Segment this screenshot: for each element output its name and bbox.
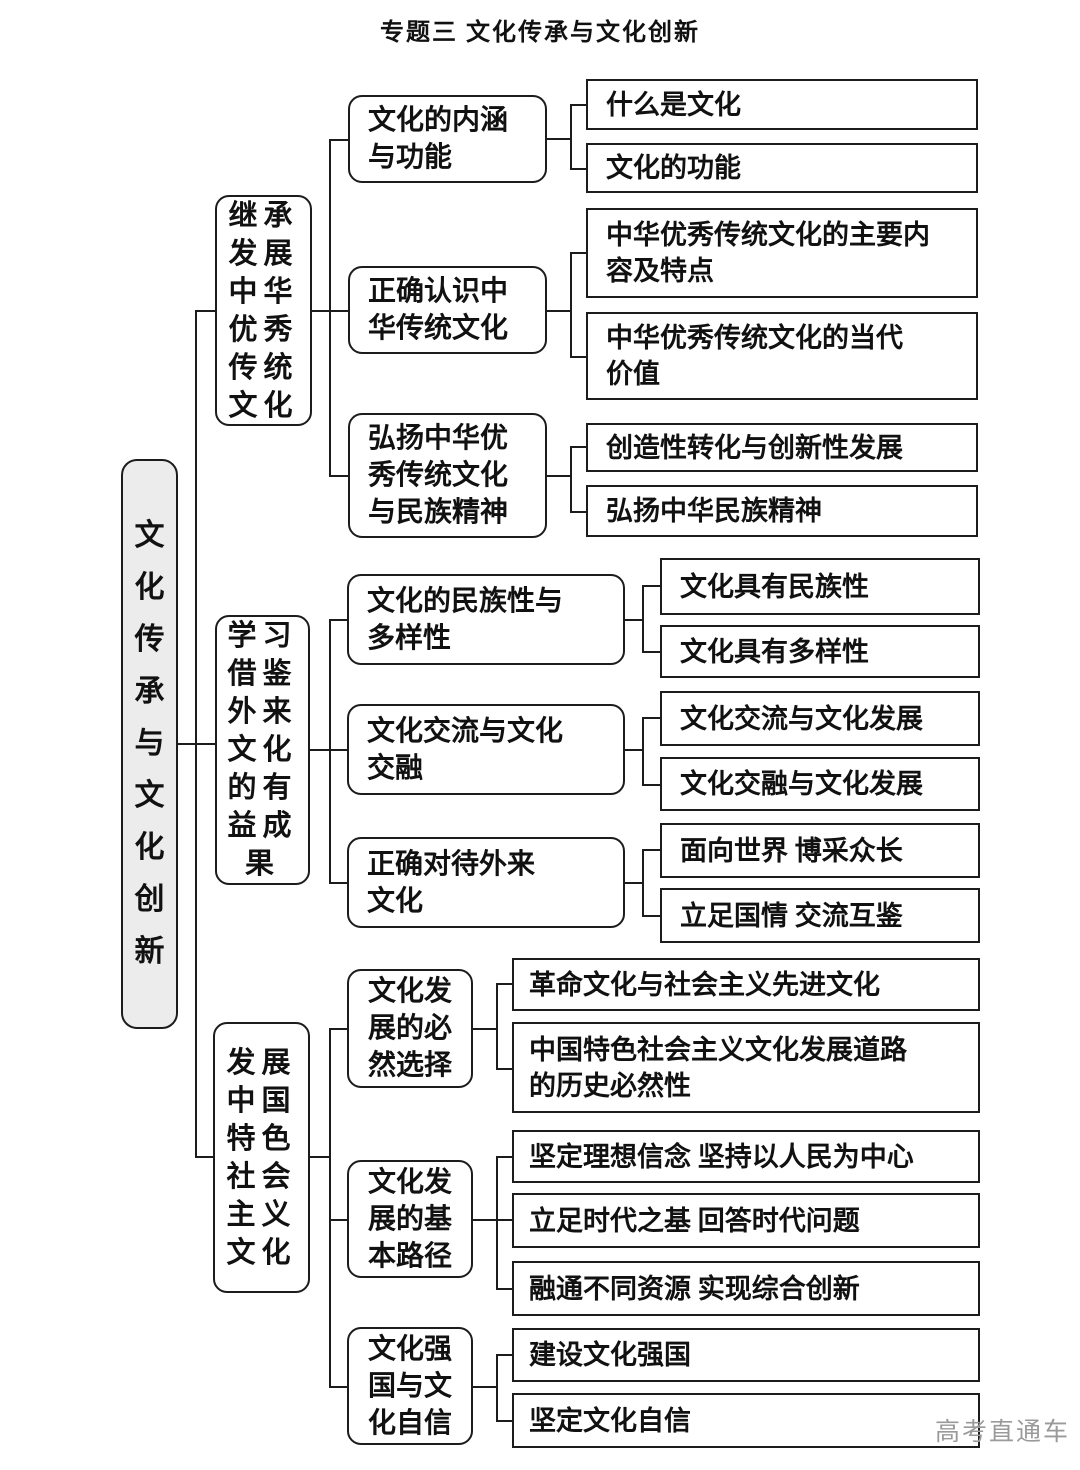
leaf-node-integration-development: 文化交融与文化发展 — [660, 757, 980, 811]
leaf-node-tradition-modern-value: 中华优秀传统文化的当代价值 — [586, 312, 978, 400]
connector-line — [310, 749, 330, 751]
subbranch-node-treat-foreign-culture: 正确对待外来文化 — [347, 837, 625, 928]
leaf-node-era-foundation: 立足时代之基 回答时代问题 — [512, 1193, 980, 1248]
leaf-node-culture-function: 文化的功能 — [586, 143, 978, 193]
connector-line — [496, 983, 498, 1070]
watermark: 高考直通车 — [935, 1419, 1071, 1446]
leaf-node-culture-nationality: 文化具有民族性 — [660, 558, 980, 615]
connector-line — [496, 1156, 498, 1290]
branch-node-learn-foreign: 学习借鉴外来文化的有益成果 — [215, 615, 310, 885]
connector-line — [642, 585, 644, 653]
connector-line — [570, 104, 572, 170]
connector-line — [473, 1028, 497, 1030]
leaf-node-revolutionary-culture: 革命文化与社会主义先进文化 — [512, 958, 980, 1011]
connector-line — [642, 585, 660, 587]
connector-line — [570, 511, 586, 513]
subbranch-node-understand-tradition: 正确认识中华传统文化 — [348, 266, 547, 354]
connector-line — [195, 310, 197, 1158]
subbranch-node-inevitable-choice: 文化发展的必然选择 — [347, 969, 473, 1088]
connector-line — [329, 1028, 347, 1030]
leaf-node-culture-diversity: 文化具有多样性 — [660, 625, 980, 678]
leaf-node-historical-inevitability: 中国特色社会主义文化发展道路的历史必然性 — [512, 1022, 980, 1113]
connector-line — [547, 138, 571, 140]
connector-line — [473, 1386, 497, 1388]
leaf-node-integrate-resources: 融通不同资源 实现综合创新 — [512, 1261, 980, 1316]
leaf-node-tradition-content-features: 中华优秀传统文化的主要内容及特点 — [586, 208, 978, 298]
connector-line — [329, 619, 347, 621]
branch-node-inherit-tradition: 继承发展中华优秀传统文化 — [215, 195, 312, 426]
connector-line — [329, 1386, 347, 1388]
connector-line — [496, 1354, 512, 1356]
connector-line — [625, 619, 643, 621]
connector-line — [329, 475, 348, 477]
connector-line — [329, 749, 347, 751]
connector-line — [178, 743, 215, 745]
connector-line — [496, 1354, 498, 1422]
connector-line — [570, 168, 586, 170]
connector-line — [329, 1028, 331, 1388]
connector-line — [329, 619, 331, 884]
connector-line — [329, 139, 348, 141]
subbranch-node-basic-path: 文化发展的基本路径 — [347, 1160, 473, 1278]
connector-line — [570, 356, 586, 358]
connector-line — [642, 915, 660, 917]
connector-line — [570, 252, 586, 254]
leaf-node-what-is-culture: 什么是文化 — [586, 79, 978, 130]
connector-line — [329, 1219, 347, 1221]
subbranch-node-nationality-diversity: 文化的民族性与多样性 — [347, 574, 625, 665]
connector-line — [570, 104, 586, 106]
leaf-node-national-condition: 立足国情 交流互鉴 — [660, 888, 980, 943]
diagram-title: 专题三 文化传承与文化创新 — [380, 20, 700, 46]
connector-line — [329, 882, 347, 884]
connector-line — [642, 849, 660, 851]
leaf-node-culture-confidence: 坚定文化自信 — [512, 1393, 980, 1448]
subbranch-node-culture-power-confidence: 文化强国与文化自信 — [347, 1327, 473, 1445]
subbranch-node-culture-connotation: 文化的内涵与功能 — [348, 95, 547, 183]
leaf-node-ideal-belief: 坚定理想信念 坚持以人民为中心 — [512, 1130, 980, 1183]
connector-line — [642, 717, 644, 786]
leaf-node-creative-transformation: 创造性转化与创新性发展 — [586, 423, 978, 472]
connector-line — [329, 139, 331, 477]
connector-line — [642, 651, 660, 653]
connector-line — [547, 310, 571, 312]
connector-line — [496, 983, 512, 985]
connector-line — [195, 310, 215, 312]
connector-line — [642, 717, 660, 719]
connector-line — [570, 252, 572, 358]
connector-line — [547, 475, 571, 477]
connector-line — [195, 1156, 213, 1158]
connector-line — [642, 849, 644, 917]
connector-line — [310, 1156, 330, 1158]
subbranch-node-exchange-integration: 文化交流与文化交融 — [347, 704, 625, 795]
connector-line — [496, 1288, 512, 1290]
leaf-node-build-culture-power: 建设文化强国 — [512, 1328, 980, 1382]
connector-line — [625, 749, 643, 751]
connector-line — [496, 1068, 512, 1070]
branch-node-develop-socialist-culture: 发展中国特色社会主义文化 — [213, 1022, 310, 1293]
connector-line — [496, 1420, 512, 1422]
connector-line — [570, 446, 572, 513]
connector-line — [642, 784, 660, 786]
leaf-node-exchange-development: 文化交流与文化发展 — [660, 691, 980, 746]
connector-line — [473, 1219, 512, 1221]
subbranch-node-promote-spirit: 弘扬中华优秀传统文化与民族精神 — [348, 413, 547, 538]
leaf-node-national-spirit: 弘扬中华民族精神 — [586, 485, 978, 537]
connector-line — [625, 882, 643, 884]
connector-line — [496, 1156, 512, 1158]
connector-line — [570, 446, 586, 448]
root-node: 文化传承与文化创新 — [121, 459, 178, 1029]
leaf-node-face-world: 面向世界 博采众长 — [660, 823, 980, 878]
